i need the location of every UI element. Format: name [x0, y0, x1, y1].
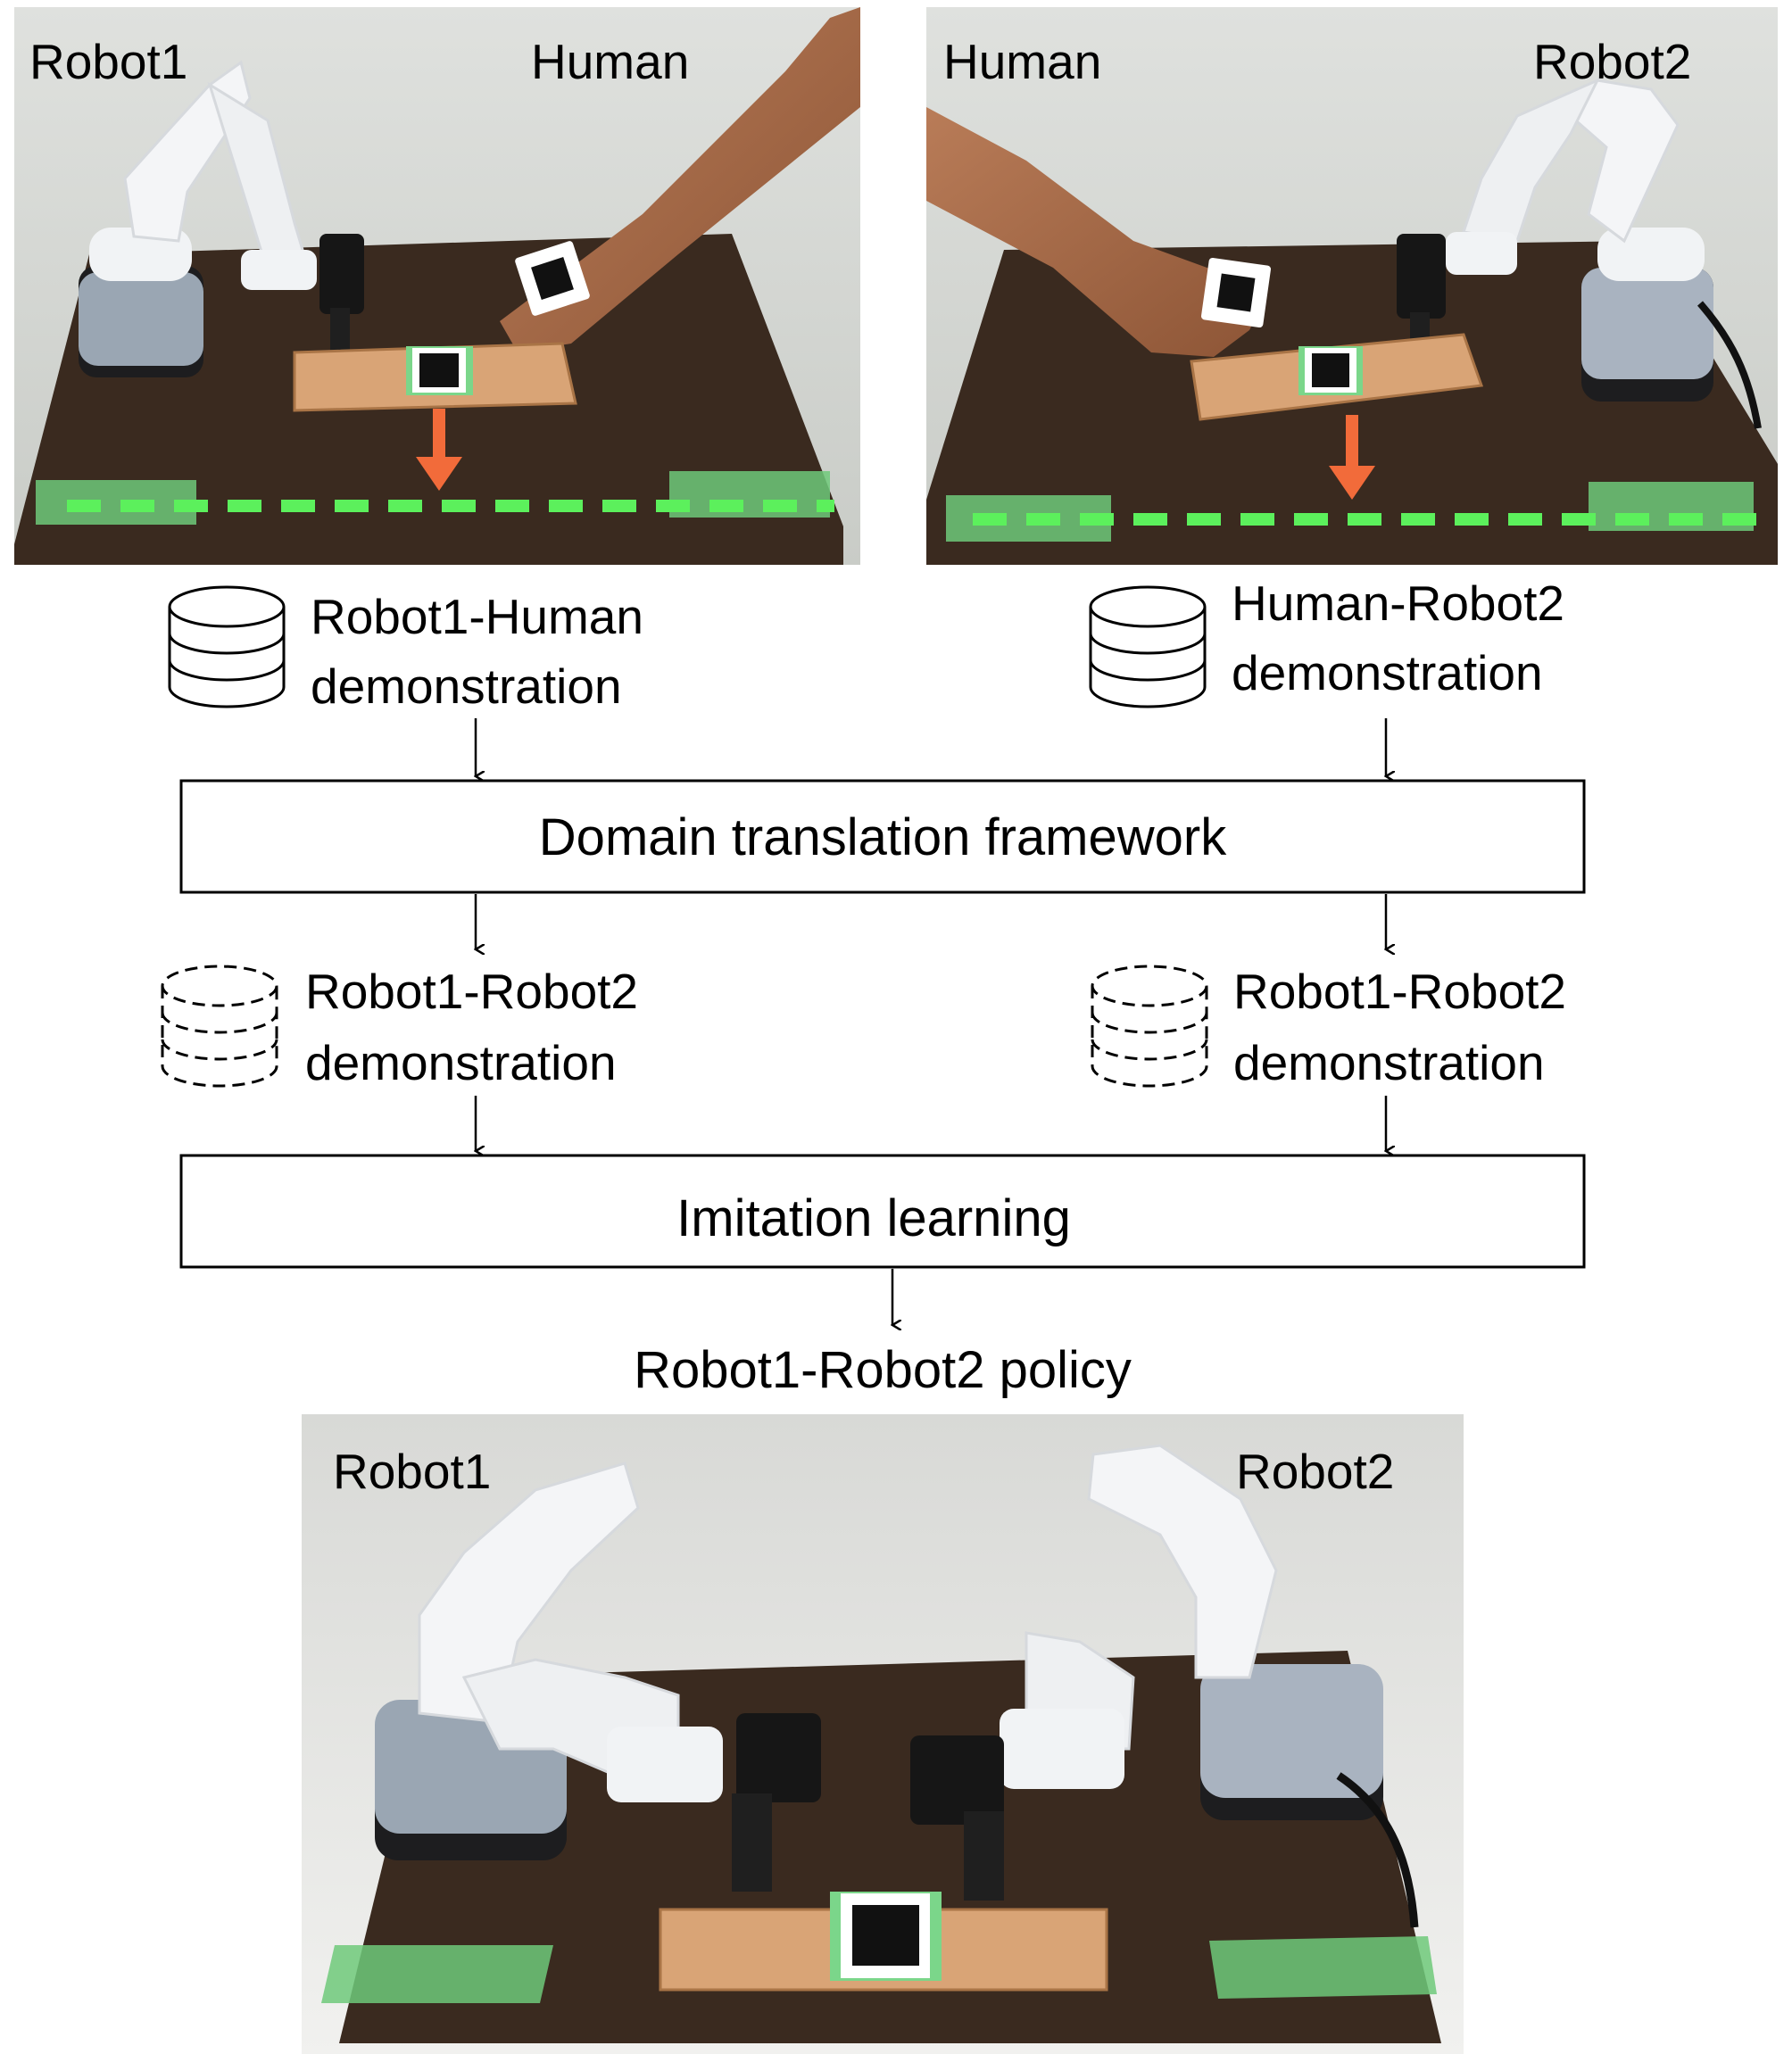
translated-left-line1: Robot1-Robot2 — [305, 964, 638, 1019]
database-icon — [1089, 585, 1207, 708]
imitation-box-label: Imitation learning — [676, 1189, 1071, 1247]
dashed-database-icon — [161, 965, 278, 1088]
wooden-block — [293, 342, 577, 412]
translated-left-line2: demonstration — [305, 1035, 617, 1090]
photo-label-robot1: Robot1 — [29, 34, 187, 89]
dataset-right-line1: Human-Robot2 — [1232, 576, 1564, 631]
translation-box: Domain translation framework — [179, 779, 1586, 894]
photo-label-human: Human — [531, 34, 689, 89]
dataset-left-line2: demonstration — [311, 658, 622, 714]
robot2-arm — [1397, 77, 1762, 429]
photo-label-robot2: Robot2 — [1236, 1444, 1394, 1499]
photo-label-human: Human — [943, 34, 1101, 89]
human-arm — [926, 107, 1272, 357]
robot1-arm — [375, 1462, 821, 1892]
policy-label: Robot1-Robot2 policy — [634, 1341, 1132, 1399]
translated-right-line1: Robot1-Robot2 — [1233, 964, 1566, 1019]
translated-right-line2: demonstration — [1233, 1035, 1545, 1090]
dataset-right-line2: demonstration — [1232, 645, 1543, 700]
translation-box-label: Domain translation framework — [539, 808, 1227, 866]
imitation-box: Imitation learning — [179, 1154, 1586, 1269]
dashed-database-icon — [1091, 965, 1208, 1088]
human-arm — [500, 7, 860, 352]
photo-robot1-human: Robot1 Human — [14, 7, 860, 565]
wooden-block — [1190, 333, 1484, 421]
wooden-block — [659, 1892, 1108, 1992]
photo-robot1-robot2: Robot1 Robot2 — [302, 1414, 1464, 2054]
dataset-left-line1: Robot1-Human — [311, 589, 643, 644]
robot1-arm — [79, 60, 364, 377]
photo-label-robot2: Robot2 — [1533, 34, 1691, 89]
robot2-arm — [910, 1444, 1419, 1928]
photo-human-robot2: Human Robot2 — [926, 7, 1778, 565]
database-icon — [168, 585, 286, 708]
photo-label-robot1: Robot1 — [333, 1444, 491, 1499]
